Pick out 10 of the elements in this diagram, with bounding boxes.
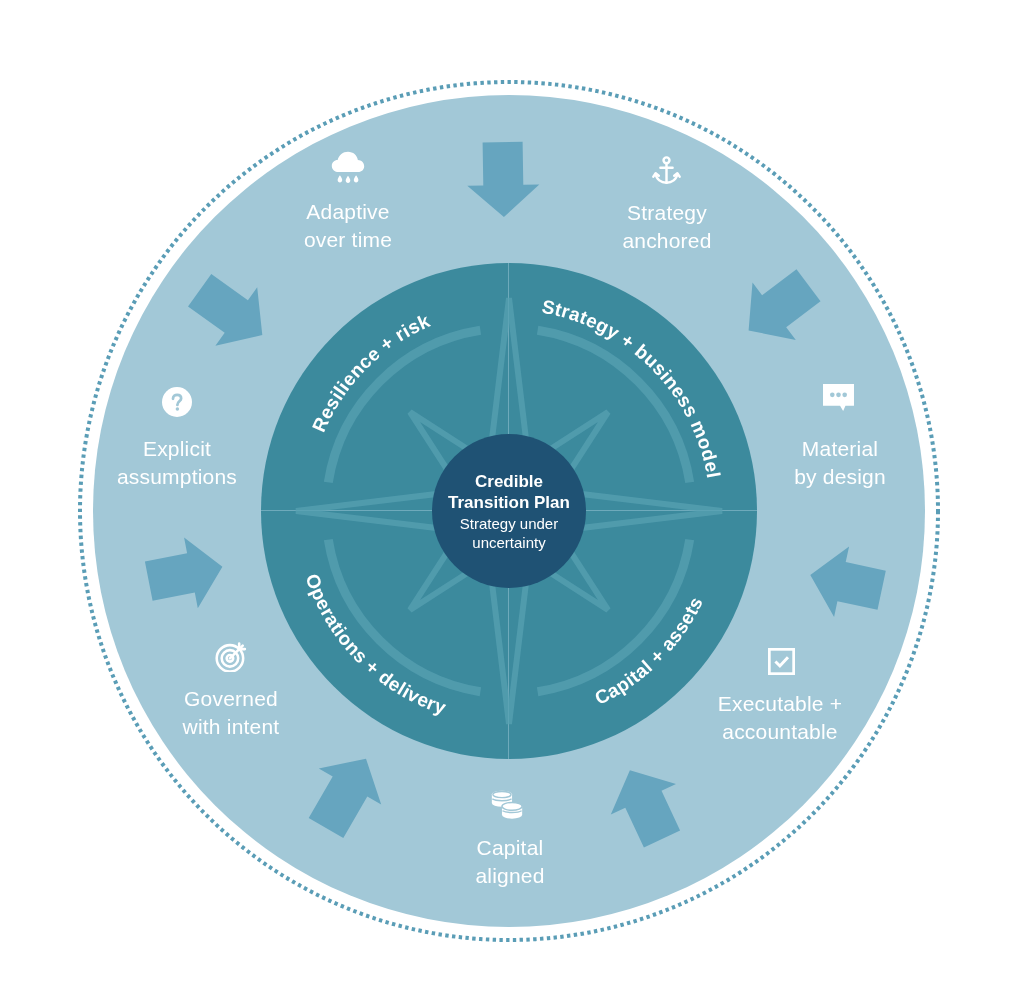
principle-label: Capital aligned xyxy=(474,835,546,889)
principle-label: Executable + accountable xyxy=(716,691,844,745)
principle-label: Strategy anchored xyxy=(621,200,713,254)
outer-ring xyxy=(77,79,941,943)
center-title: Credible Transition Plan xyxy=(447,470,571,513)
center-subtitle: Strategy under uncertainty xyxy=(458,513,560,552)
principle-label: Explicit assumptions xyxy=(115,436,239,490)
principle-label: Governed with intent xyxy=(181,686,281,740)
principle-label: Adaptive over time xyxy=(302,199,394,253)
principle-label: Material by design xyxy=(793,436,887,490)
